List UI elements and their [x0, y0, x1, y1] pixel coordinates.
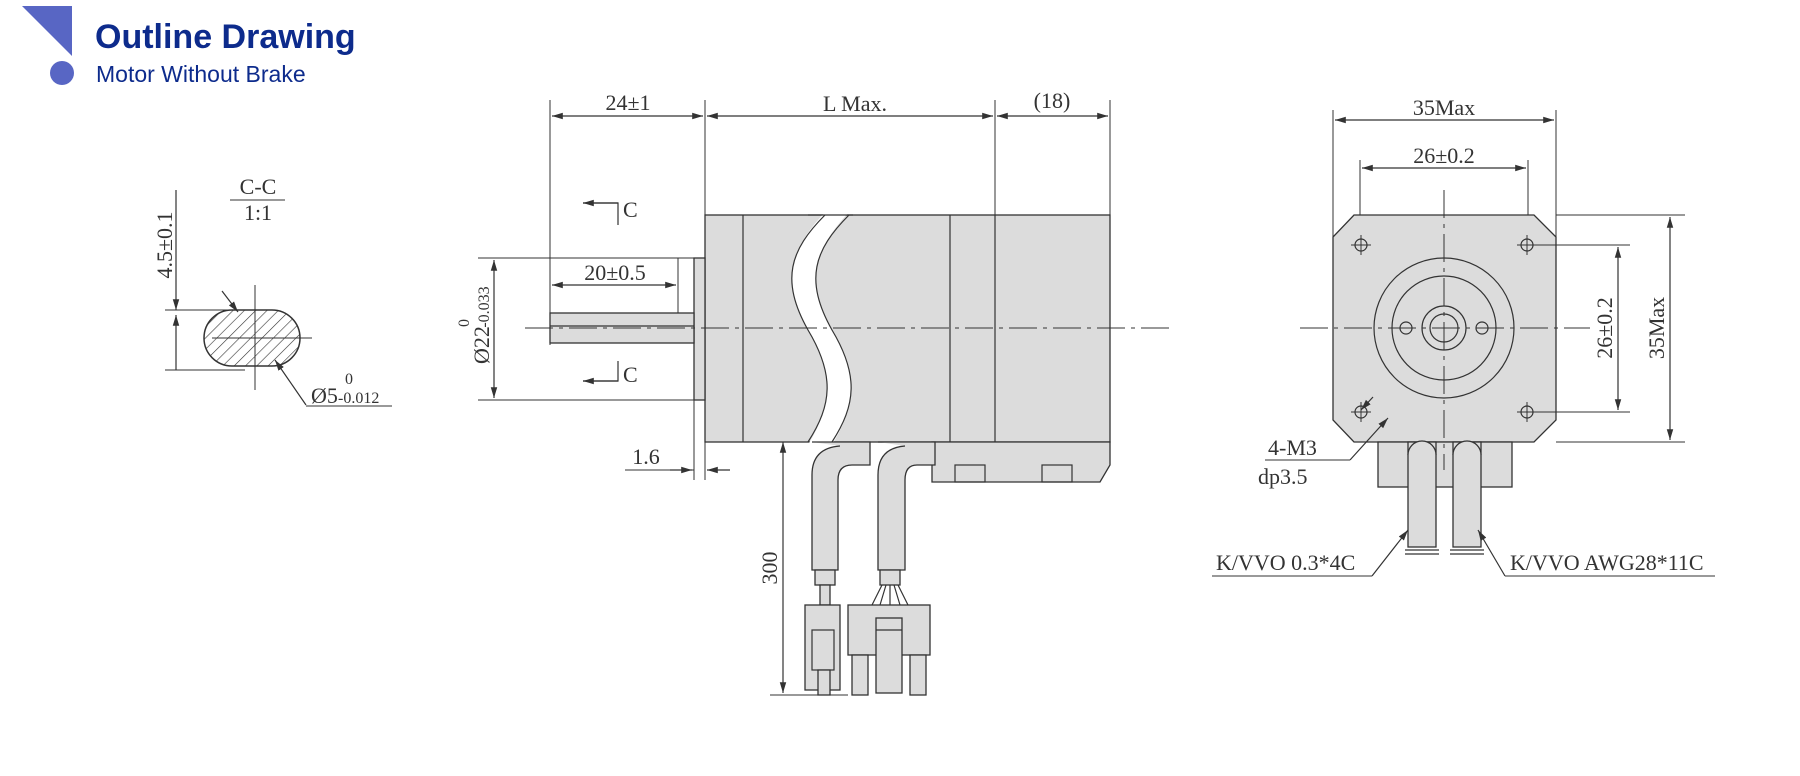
cable-1	[811, 441, 871, 571]
cable-2	[877, 441, 936, 571]
shaft-tolerance-upper: 0	[345, 371, 353, 388]
shaft-length-dim: 24±1	[605, 90, 650, 115]
page-title: Outline Drawing	[95, 18, 356, 56]
header-dot-icon	[50, 61, 74, 85]
rear-length-dim: (18)	[1034, 88, 1071, 113]
hole-pitch-h: 26±0.2	[1413, 143, 1475, 168]
cable-2-callout: K/VVO AWG28*11C	[1510, 550, 1704, 575]
rear-housing	[931, 441, 1111, 483]
section-mark-bottom: C	[623, 362, 638, 387]
flat-dimension: 4.5±0.1	[152, 211, 177, 278]
thread-callout: 4-M3	[1268, 435, 1317, 460]
header: Outline Drawing Motor Without Brake	[22, 6, 356, 87]
front-connector	[1377, 441, 1513, 488]
shaft-tolerance-lower: -0.012	[338, 390, 379, 407]
width-max-dim: 35Max	[1413, 95, 1475, 120]
height-max-dim: 35Max	[1644, 297, 1669, 359]
section-view: C-C 1:1 4.5±0.1 Ø5 0 -0.012	[152, 174, 392, 408]
header-triangle-icon	[22, 6, 72, 56]
page-subtitle: Motor Without Brake	[96, 61, 306, 87]
section-mark-top: C	[623, 197, 638, 222]
section-label: C-C	[240, 174, 277, 199]
section-scale: 1:1	[244, 200, 272, 225]
body-length-dim: L Max.	[823, 91, 887, 116]
flange-thickness: 1.6	[632, 444, 660, 469]
flange-diameter: Ø22	[469, 326, 494, 364]
side-view: 24±1 L Max. (18) 20±0.5 C	[456, 88, 1170, 696]
cable-1-callout: K/VVO 0.3*4C	[1216, 550, 1355, 575]
flange-tol-lower: -0.033	[476, 286, 493, 327]
hole-pitch-v: 26±0.2	[1592, 297, 1617, 359]
shaft-section	[203, 309, 301, 367]
flange-tol-upper: 0	[456, 319, 473, 327]
front-view: 35Max 26±0.2	[1212, 95, 1715, 577]
flat-length-dim: 20±0.5	[584, 260, 646, 285]
thread-depth: dp3.5	[1258, 464, 1308, 489]
flange	[693, 257, 706, 401]
cable-length: 300	[757, 552, 782, 585]
shaft-diameter: Ø5	[311, 383, 338, 408]
